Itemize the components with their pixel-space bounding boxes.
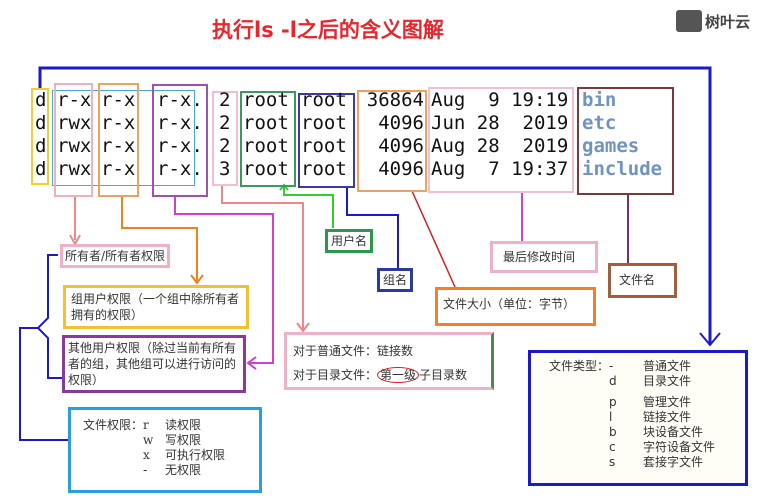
user-column-box xyxy=(240,91,296,187)
owner-column-box xyxy=(54,83,93,197)
circled-text: 第一级 xyxy=(377,367,420,383)
diagram-title: 执行ls -l之后的含义图解 xyxy=(212,18,444,42)
name-column-box xyxy=(577,87,674,195)
other-column-box xyxy=(152,84,208,197)
date-column-box xyxy=(428,87,574,193)
type-column-box xyxy=(31,88,49,185)
user-name-label: 用户名 xyxy=(325,229,374,253)
owner-label: 所有者/所有者权限 xyxy=(60,244,171,268)
filename-label: 文件名 xyxy=(608,263,677,298)
size-column-box xyxy=(357,90,427,192)
watermark-logo-icon xyxy=(676,10,702,32)
file-size-label: 文件大小（单位：字节） xyxy=(435,287,596,326)
group-column-box xyxy=(98,83,139,197)
link-count-label: 对于普通文件：链接数 对于目录文件：第一级子目录数 xyxy=(284,332,494,390)
permission-columns-box xyxy=(52,90,195,186)
mtime-label: 最后修改时间 xyxy=(490,241,598,273)
group-permission-label: 组用户权限（一个组中除所有者拥有的权限） xyxy=(63,285,249,329)
other-permission-label: 其他用户权限（除过当前有所有者的组，其他组可以进行访问的权限） xyxy=(62,335,246,393)
links-column-box xyxy=(212,91,238,186)
group-name-label: 组名 xyxy=(377,268,414,292)
watermark: 树叶云 xyxy=(676,10,750,32)
group-name-column-box xyxy=(298,93,355,188)
